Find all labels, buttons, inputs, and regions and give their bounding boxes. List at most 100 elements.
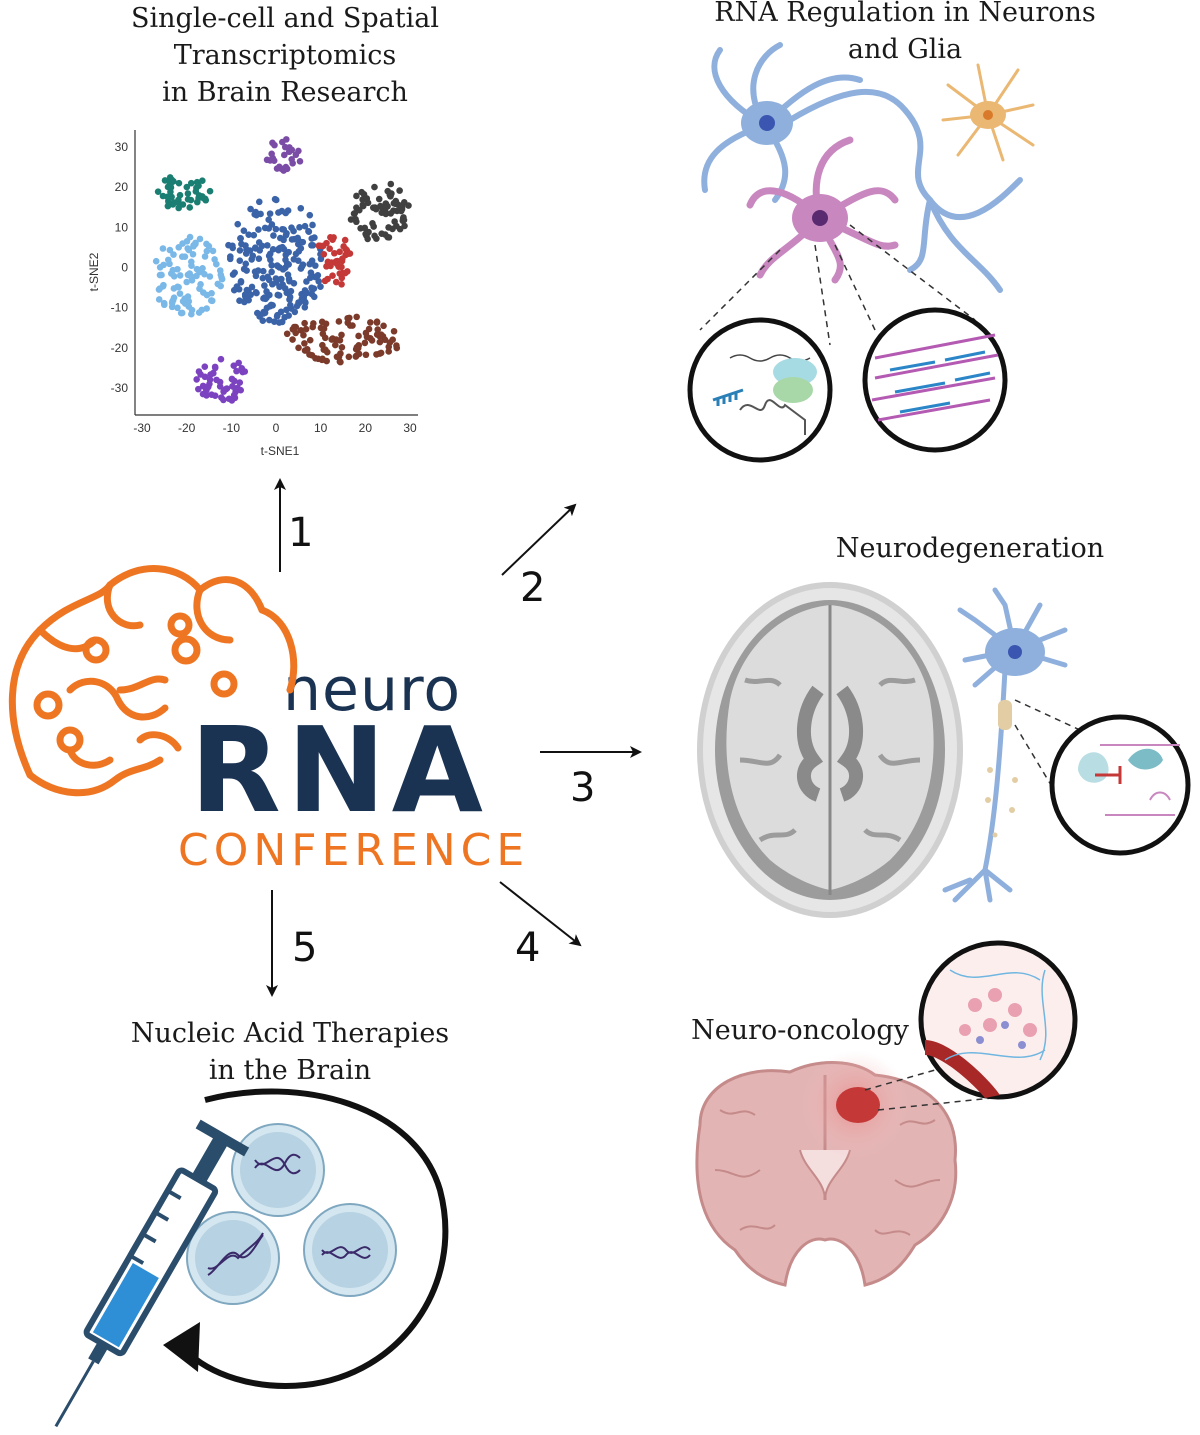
syringe-icon: [54, 1119, 250, 1428]
scatter-point-cluster-7: [390, 327, 398, 335]
scatter-point-cluster-1: [167, 188, 174, 196]
scatter-point-cluster-7: [386, 339, 394, 346]
scatter-point-cluster-3: [298, 295, 306, 303]
scatter-point-cluster-7: [344, 314, 351, 322]
scatter-point-cluster-3: [291, 235, 298, 243]
scatter-point-cluster-3: [227, 253, 234, 260]
scatter-point-cluster-3: [261, 224, 269, 232]
scatter-point-cluster-7: [377, 349, 385, 357]
scatter-point-cluster-5: [359, 202, 367, 210]
y-tick-label: 0: [121, 260, 128, 274]
scatter-point-cluster-1: [154, 188, 162, 195]
scatter-point-cluster-2: [160, 261, 167, 269]
scatter-point-cluster-2: [155, 286, 163, 293]
scatter-point-cluster-3: [285, 261, 292, 268]
scatter-point-cluster-2: [199, 264, 206, 272]
scatter-point-cluster-3: [240, 227, 248, 235]
scatter-point-cluster-5: [381, 207, 389, 215]
scatter-point-cluster-7: [338, 344, 346, 351]
scatter-point-cluster-2: [184, 296, 191, 303]
scatter-point-cluster-7: [374, 326, 381, 333]
scatter-point-cluster-7: [321, 334, 329, 342]
scatter-point-cluster-8: [232, 385, 239, 392]
scatter-point-cluster-2: [152, 257, 160, 265]
scatter-point-cluster-2: [193, 272, 200, 280]
arrow-label-2: 2: [520, 565, 546, 611]
title-transcriptomics: Single-cell and Spatial Transcriptomics …: [95, 0, 475, 111]
scatter-point-cluster-2: [208, 289, 215, 297]
scatter-point-cluster-3: [308, 235, 316, 242]
scatter-point-cluster-8: [220, 396, 227, 404]
scatter-point-cluster-1: [164, 193, 171, 201]
scatter-point-cluster-3: [317, 283, 324, 290]
logo-conference-word: CONFERENCE: [178, 825, 530, 876]
scatter-point-cluster-7: [328, 336, 336, 343]
scatter-point-cluster-3: [285, 275, 293, 283]
y-tick-label: 30: [115, 140, 129, 154]
scatter-point-cluster-2: [211, 256, 218, 263]
arrow-label-1: 1: [288, 510, 314, 556]
scatter-point-cluster-3: [274, 291, 282, 299]
scatter-point-cluster-3: [283, 306, 290, 314]
scatter-point-cluster-3: [259, 267, 267, 275]
scatter-point-cluster-1: [175, 204, 182, 212]
title-rna-regulation: RNA Regulation in Neurons and Glia: [640, 0, 1170, 68]
scatter-point-cluster-3: [256, 247, 264, 254]
zoom-lines-regulation: [699, 224, 976, 346]
scatter-point-cluster-6: [329, 236, 336, 243]
scatter-point-cluster-5: [392, 200, 400, 208]
scatter-point-cluster-2: [176, 290, 184, 297]
scatter-point-cluster-3: [251, 268, 259, 276]
astrocyte-orange-icon: [941, 63, 1035, 162]
scatter-point-cluster-6: [331, 249, 338, 257]
scatter-point-cluster-2: [175, 283, 182, 291]
scatter-point-cluster-2: [178, 253, 186, 260]
scatter-point-cluster-5: [351, 210, 359, 217]
scatter-point-cluster-3: [255, 255, 263, 262]
lnp-left-icon: [186, 1211, 280, 1305]
scatter-point-cluster-5: [384, 187, 392, 195]
scatter-point-cluster-2: [170, 251, 177, 258]
scatter-point-cluster-7: [379, 333, 387, 340]
scatter-point-cluster-6: [338, 280, 345, 288]
scatter-point-cluster-2: [209, 247, 217, 255]
scatter-point-cluster-3: [296, 224, 303, 231]
scatter-point-cluster-3: [273, 313, 281, 320]
scatter-point-cluster-1: [206, 187, 214, 195]
scatter-point-cluster-7: [393, 344, 401, 352]
scatter-point-cluster-5: [378, 230, 385, 237]
logo-rna-word: RNA: [190, 701, 489, 839]
scatter-point-cluster-3: [271, 318, 278, 325]
x-tick-label: -20: [178, 421, 196, 435]
y-tick-label: 10: [115, 220, 129, 234]
scatter-point-cluster-3: [247, 205, 254, 213]
x-tick-label: -30: [133, 421, 151, 435]
title-nucleic-line1: Nucleic Acid Therapies: [130, 1018, 450, 1049]
title-neurodegeneration: Neurodegeneration: [835, 533, 1105, 564]
scatter-point-cluster-7: [306, 351, 313, 358]
scatter-point-cluster-5: [364, 235, 371, 243]
scatter-point-cluster-5: [353, 204, 360, 211]
title-transcriptomics-line3: in Brain Research: [162, 77, 408, 108]
scatter-point-cluster-6: [334, 257, 341, 265]
scatter-point-cluster-2: [186, 233, 194, 241]
scatter-point-cluster-3: [241, 293, 249, 300]
scatter-point-cluster-3: [255, 198, 263, 206]
scatter-point-cluster-3: [309, 221, 316, 229]
scatter-point-cluster-7: [335, 318, 343, 325]
scatter-point-cluster-8: [195, 385, 202, 393]
scatter-point-cluster-4: [292, 151, 300, 159]
scatter-point-cluster-3: [225, 241, 232, 249]
scatter-point-cluster-2: [218, 275, 226, 283]
scatter-point-cluster-2: [176, 272, 184, 279]
scatter-point-cluster-7: [336, 336, 344, 344]
scatter-point-cluster-8: [223, 385, 231, 392]
scatter-point-cluster-2: [174, 265, 181, 273]
scatter-point-cluster-3: [276, 244, 284, 252]
scatter-point-cluster-3: [236, 257, 244, 264]
scatter-point-cluster-3: [311, 262, 319, 269]
scatter-point-cluster-7: [323, 357, 330, 365]
scatter-point-cluster-8: [203, 392, 210, 399]
scatter-point-cluster-1: [184, 190, 192, 197]
